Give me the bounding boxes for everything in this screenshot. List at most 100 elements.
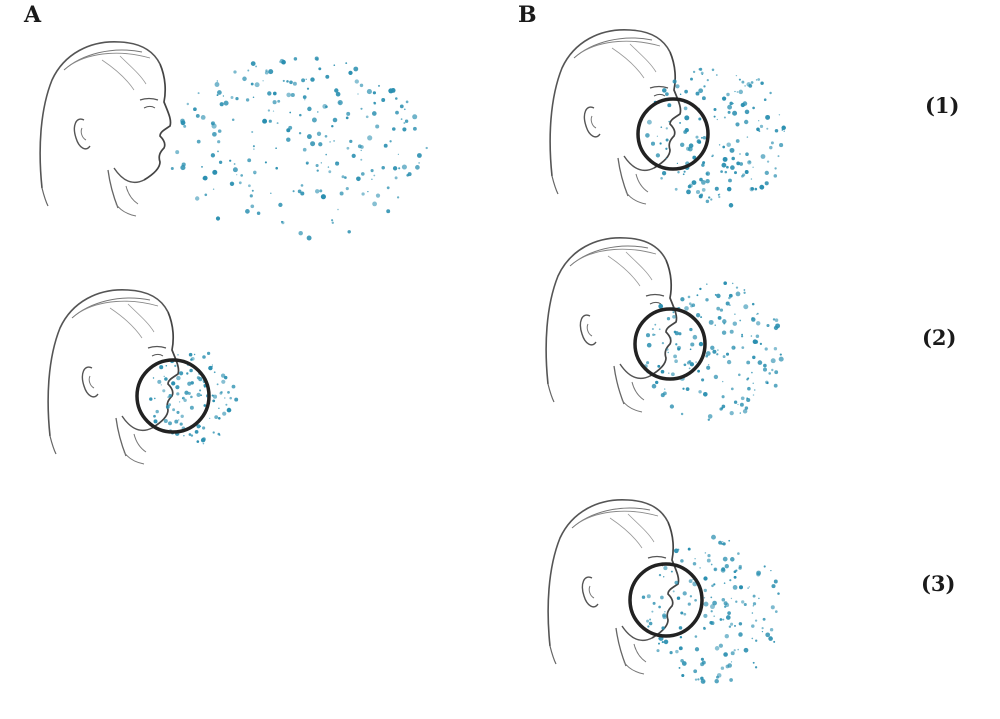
droplet — [289, 111, 292, 114]
droplet — [703, 392, 708, 397]
droplet — [196, 440, 200, 443]
droplet — [270, 192, 272, 194]
droplet — [371, 178, 373, 181]
droplet — [212, 394, 218, 399]
droplet — [397, 153, 399, 155]
droplet — [703, 576, 708, 581]
droplet — [723, 116, 726, 119]
droplet — [675, 343, 678, 346]
droplet — [705, 178, 710, 184]
droplet — [729, 101, 733, 106]
droplet — [764, 170, 769, 176]
droplet — [233, 163, 236, 165]
droplet — [754, 187, 758, 191]
droplet — [223, 100, 229, 106]
droplet — [752, 355, 756, 360]
droplet — [694, 558, 696, 560]
droplet — [754, 666, 758, 669]
droplet — [647, 625, 650, 628]
droplet — [710, 198, 713, 201]
droplet — [318, 142, 323, 147]
droplet — [300, 191, 305, 196]
droplet — [351, 153, 356, 159]
droplet — [298, 132, 302, 135]
droplet — [302, 95, 307, 99]
droplet — [337, 100, 343, 106]
droplet — [392, 127, 396, 131]
droplet — [714, 678, 719, 684]
droplet — [272, 100, 277, 105]
droplet — [229, 396, 232, 400]
droplet — [716, 293, 721, 299]
droplet — [771, 368, 774, 372]
droplet — [645, 333, 651, 338]
droplet — [680, 559, 684, 563]
droplet — [176, 392, 180, 396]
droplet — [229, 159, 232, 162]
droplet — [174, 364, 177, 368]
droplet — [214, 415, 219, 419]
droplet — [319, 189, 323, 193]
droplet — [727, 110, 731, 114]
droplet — [664, 388, 666, 390]
droplet — [180, 414, 184, 418]
droplet — [651, 610, 654, 613]
droplet — [713, 374, 719, 380]
droplet — [651, 383, 657, 389]
droplet — [730, 597, 733, 600]
droplet — [685, 387, 690, 391]
droplet — [696, 139, 701, 144]
droplet — [251, 189, 254, 192]
droplet — [752, 106, 755, 110]
droplet — [211, 123, 217, 129]
droplet — [665, 147, 668, 150]
droplet — [725, 352, 730, 356]
droplet — [680, 611, 684, 615]
droplet — [329, 141, 331, 143]
droplet — [721, 542, 724, 545]
droplet — [216, 80, 218, 82]
droplet — [395, 97, 398, 100]
droplet — [716, 353, 719, 356]
droplet — [755, 79, 758, 81]
droplet — [327, 166, 330, 168]
droplet — [752, 605, 754, 607]
droplet — [168, 421, 172, 426]
droplet — [763, 363, 767, 368]
droplet — [335, 91, 341, 97]
droplet — [335, 161, 337, 163]
droplet — [707, 418, 710, 421]
droplet — [331, 221, 334, 224]
droplet — [190, 434, 194, 437]
droplet — [768, 372, 772, 375]
droplet — [281, 220, 283, 223]
droplet — [306, 235, 312, 241]
droplet — [403, 108, 406, 111]
droplet — [678, 626, 683, 630]
droplet — [658, 303, 664, 309]
droplet — [381, 98, 386, 102]
droplet — [695, 313, 701, 318]
droplet — [699, 287, 702, 291]
droplet — [388, 88, 394, 94]
droplet-cloud-b2 — [643, 281, 784, 421]
droplet — [677, 548, 680, 551]
droplet — [190, 356, 195, 361]
droplet — [663, 576, 665, 578]
droplet — [674, 331, 679, 336]
droplet — [353, 66, 359, 72]
droplet — [293, 57, 298, 61]
droplet — [732, 585, 738, 590]
droplet — [703, 613, 708, 618]
droplet — [701, 180, 706, 185]
droplet — [251, 130, 254, 134]
droplet — [733, 570, 737, 574]
droplet — [177, 354, 179, 356]
droplet — [744, 119, 749, 125]
droplet — [218, 407, 220, 409]
droplet — [262, 118, 268, 124]
droplet — [180, 165, 186, 171]
droplet — [762, 617, 766, 621]
droplet — [752, 594, 756, 598]
droplet — [217, 150, 219, 153]
